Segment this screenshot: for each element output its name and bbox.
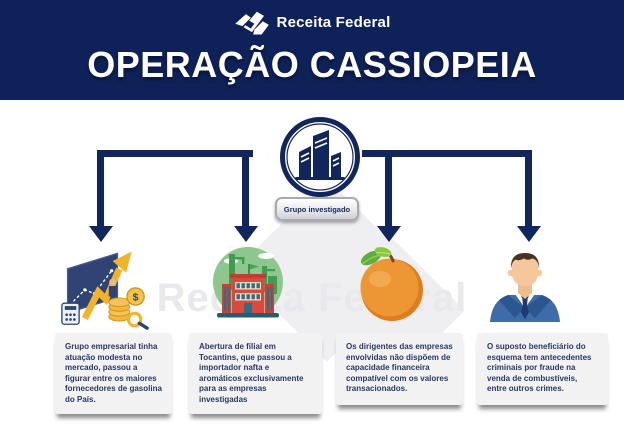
info-card-2-text: Abertura de filial em Tocantins, que pas…: [199, 342, 304, 404]
group-investigated-badge: Grupo investigado: [275, 197, 359, 221]
connector-bar-right: [362, 150, 532, 157]
arrow-head-icon: [89, 226, 113, 242]
info-card-3-text: Os dirigentes das empresas envolvidas nã…: [346, 342, 453, 394]
logo-text: Receita Federal: [276, 14, 391, 31]
growth-chart-icon: $: [61, 251, 149, 330]
arrow-head-icon: [377, 226, 401, 242]
arrow-head-icon: [234, 226, 258, 242]
arrow-head-icon: [517, 226, 541, 242]
info-card-3: Os dirigentes das empresas envolvidas nã…: [336, 333, 463, 405]
info-card-1-text: Grupo empresarial tinha atuação modesta …: [65, 342, 162, 404]
info-card-2: Abertura de filial em Tocantins, que pas…: [189, 333, 322, 415]
orange-fruit-icon: [360, 247, 423, 321]
connector-bar-left: [97, 150, 253, 157]
arrow-stem-1: [97, 150, 104, 226]
dollar-symbol: $: [133, 291, 139, 303]
buildings-group-icon: [280, 117, 360, 197]
receita-federal-logo: Receita Federal: [0, 9, 624, 36]
arrow-stem-4: [525, 150, 532, 226]
branch-building-icon: [213, 247, 283, 318]
page-title: OPERAÇÃO CASSIOPEIA: [87, 44, 537, 85]
arrow-stem-3: [385, 150, 392, 226]
info-card-1: Grupo empresarial tinha atuação modesta …: [55, 333, 172, 415]
info-card-4-text: O suposto beneficiário do esquema tem an…: [487, 342, 592, 394]
info-card-4: O suposto beneficiário do esquema tem an…: [477, 333, 608, 405]
group-investigated-label: Grupo investigado: [283, 204, 351, 214]
header-band: Receita Federal OPERAÇÃO CASSIOPEIA: [0, 0, 624, 100]
receita-federal-logo-icon: [234, 11, 269, 35]
businessman-icon: [490, 253, 560, 322]
arrow-stem-2: [242, 150, 249, 226]
